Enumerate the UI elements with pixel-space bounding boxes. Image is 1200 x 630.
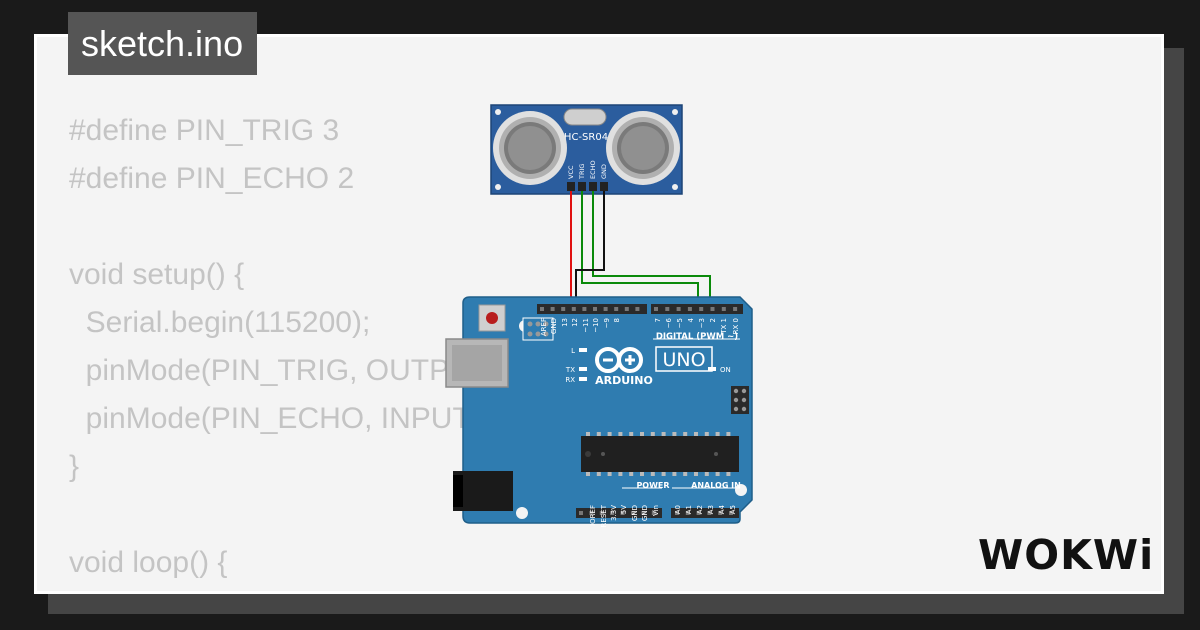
digital-pin-label: 7 [654, 318, 662, 322]
digital-pin-label: ~11 [582, 318, 590, 333]
digital-pin-label: ~3 [698, 318, 706, 328]
code-line: void loop() { [69, 546, 228, 579]
wire-trig [581, 191, 699, 308]
wokwi-logo: WOKWi [978, 531, 1150, 578]
code-line: pinMode(PIN_ECHO, INPUT); [69, 402, 490, 435]
code-line: #define PIN_ECHO 2 [69, 162, 355, 195]
wire-echo [592, 191, 711, 308]
digital-pin-label: ~6 [665, 317, 673, 328]
analog-header-label: ANALOG IN [691, 481, 741, 490]
digital-pin-label: 13 [561, 318, 569, 327]
digital-pin-label: TX 1 [720, 318, 728, 335]
digital-pin-label: 2 [709, 318, 717, 322]
digital-header-label: DIGITAL (PWM ~) [656, 332, 738, 342]
analog-pin-label: A5 [729, 505, 737, 514]
analog-pin-label: A2 [696, 505, 704, 514]
sensor-pin-label: GND [600, 164, 608, 179]
analog-pin-label: A0 [674, 505, 682, 514]
svg-text:TX: TX [565, 366, 575, 374]
power-pin-label: GND [641, 505, 649, 521]
power-pin-label: 3.3V [610, 505, 618, 521]
reset-button [486, 312, 498, 324]
analog-pin-label: A1 [685, 505, 693, 514]
sketch-filename-tab: sketch.ino [68, 12, 258, 75]
digital-pin-label: 12 [571, 318, 579, 327]
power-pin-label: Vin [652, 505, 660, 516]
sensor-transducer-right [606, 111, 680, 185]
digital-pin-label: ~5 [676, 318, 684, 328]
digital-pin-label: RX 0 [732, 318, 740, 334]
sensor-pin-label: TRIG [578, 164, 586, 180]
digital-pin-label: ~9 [603, 318, 611, 328]
sensor-pin-label: VCC [567, 165, 575, 179]
sensor-transducer-left [493, 111, 567, 185]
svg-text:WOKWi: WOKWi [978, 531, 1150, 578]
sensor-model-label: HC-SR04 [564, 132, 608, 143]
sensor-pin-label: ECHO [589, 160, 597, 179]
code-line: } [69, 450, 80, 483]
arduino-brand-label: ARDUINO [595, 374, 653, 387]
arduino-logo: ARDUINO UNO [594, 346, 713, 387]
digital-pin-label: AREF [540, 318, 548, 336]
code-line: #define PIN_TRIG 3 [69, 114, 340, 147]
power-pin-label: IOREF [589, 505, 597, 526]
digital-pin-label: ~10 [592, 318, 600, 333]
power-led-label: ON [720, 366, 731, 374]
microcontroller-chip [581, 432, 739, 476]
power-pin-label: RESET [600, 504, 608, 527]
arduino-model-label: UNO [662, 349, 705, 371]
power-pin-label: 5V [620, 505, 628, 514]
digital-pin-label: 8 [613, 318, 621, 322]
svg-text:RX: RX [565, 376, 575, 384]
wire-gnd [575, 191, 605, 308]
analog-pin-label: A4 [718, 504, 726, 514]
status-leds: L TX RX ON [565, 347, 731, 384]
digital-pin-label: GND [550, 318, 558, 334]
power-header-label: POWER [636, 481, 669, 490]
digital-pin-label: 4 [687, 317, 695, 322]
code-line: void setup() { [69, 258, 245, 291]
power-pin-label: GND [631, 505, 639, 521]
svg-text:L: L [571, 347, 575, 355]
analog-pin-label: A3 [707, 505, 715, 514]
code-line: Serial.begin(115200); [69, 306, 371, 339]
